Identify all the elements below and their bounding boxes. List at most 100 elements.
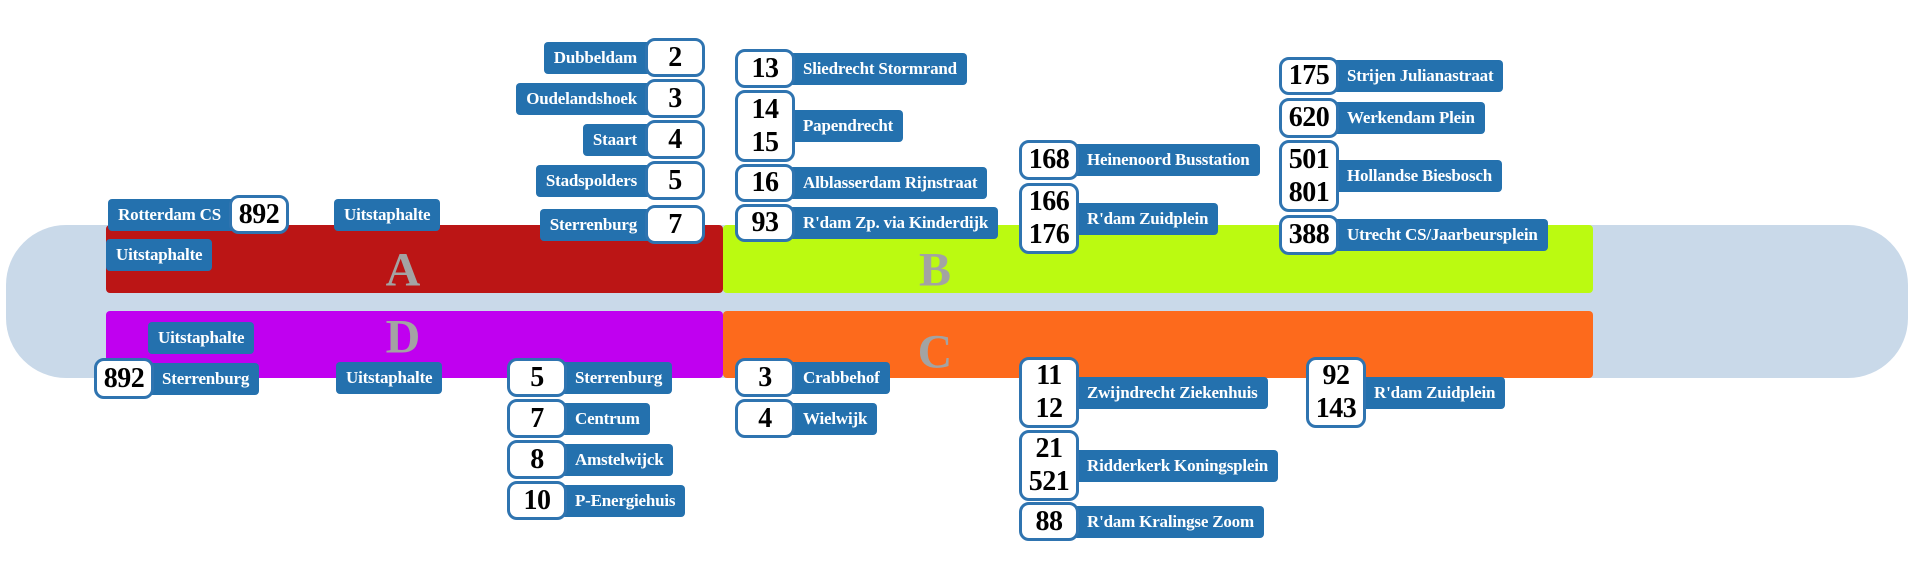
route-badge[interactable]: 4 Wielwijk xyxy=(735,399,878,438)
route-badge[interactable]: 93 R'dam Zp. via Kinderdijk xyxy=(735,204,999,242)
route-destination: R'dam Zp. via Kinderdijk xyxy=(789,207,999,239)
route-number: 175 xyxy=(1288,60,1330,91)
route-number: 8 xyxy=(530,443,544,475)
route-number: 892 xyxy=(103,362,145,394)
route-number: 16 xyxy=(751,167,780,198)
route-number: 143 xyxy=(1315,392,1357,424)
route-badge[interactable]: 88 R'dam Kralingse Zoom xyxy=(1019,502,1264,541)
alighting-stop-label: Uitstaphalte xyxy=(336,362,443,394)
route-badge[interactable]: 5 Stadspolders xyxy=(535,161,705,200)
route-badge[interactable]: 3 Oudelandshoek xyxy=(516,79,705,118)
route-number: 388 xyxy=(1288,219,1330,250)
route-destination: Crabbehof xyxy=(789,361,890,394)
route-destination: Ridderkerk Koningsplein xyxy=(1073,449,1279,482)
route-number: 3 xyxy=(668,82,682,114)
platform-d-letter: D xyxy=(385,310,421,364)
route-destination: Hollandse Biesbosch xyxy=(1333,160,1502,192)
route-badge[interactable]: 7 Centrum xyxy=(507,399,650,438)
route-number: 521 xyxy=(1028,465,1070,497)
route-badge[interactable]: 620 Werkendam Plein xyxy=(1279,98,1485,138)
route-number-box: 93 xyxy=(735,204,795,242)
route-number-box: 5 xyxy=(507,358,567,397)
route-destination: Strijen Julianastraat xyxy=(1333,60,1504,92)
route-number-box: 3 xyxy=(735,358,795,397)
route-number: 88 xyxy=(1035,505,1064,537)
route-number: 15 xyxy=(751,126,780,158)
route-number: 801 xyxy=(1288,176,1330,208)
platform-a-letter: A xyxy=(385,243,421,297)
route-badge[interactable]: 8 Amstelwijck xyxy=(507,440,674,479)
route-destination: Alblasserdam Rijnstraat xyxy=(789,167,988,199)
route-number: 620 xyxy=(1288,102,1330,133)
route-destination: Rotterdam CS xyxy=(108,198,235,231)
route-destination: Centrum xyxy=(561,402,650,435)
platform-c-letter: C xyxy=(917,325,953,379)
route-number-box: 5 xyxy=(645,161,705,200)
route-badge[interactable]: 892 Rotterdam CS xyxy=(108,195,289,234)
route-badge[interactable]: 5 Sterrenburg xyxy=(507,358,673,397)
route-number: 168 xyxy=(1028,144,1070,175)
route-number: 10 xyxy=(523,484,552,516)
route-number-box: 175 xyxy=(1279,57,1339,95)
route-number-box: 16 xyxy=(735,164,795,202)
route-number: 14 xyxy=(751,93,780,125)
route-number-box: 13 xyxy=(735,49,795,88)
route-number: 5 xyxy=(668,164,682,196)
route-number-box: 892 xyxy=(94,358,154,399)
route-badge[interactable]: 2 Dubbeldam xyxy=(543,38,705,77)
route-badge[interactable]: 388 Utrecht CS/Jaarbeursplein xyxy=(1279,215,1548,255)
route-number: 21 xyxy=(1035,433,1064,465)
route-destination: R'dam Zuidplein xyxy=(1073,202,1219,235)
route-badge[interactable]: 10 P-Energiehuis xyxy=(507,481,686,520)
route-destination: Amstelwijck xyxy=(561,443,674,476)
route-badge[interactable]: 13 Sliedrecht Stormrand xyxy=(735,49,967,88)
route-destination: Sterrenburg xyxy=(561,361,673,394)
route-number-box: 168 xyxy=(1019,140,1079,180)
route-number: 892 xyxy=(238,198,280,230)
route-number-box: 892 xyxy=(229,195,289,234)
route-badge[interactable]: 175 Strijen Julianastraat xyxy=(1279,57,1504,95)
route-badge[interactable]: 3 Crabbehof xyxy=(735,358,890,397)
route-badge[interactable]: 7 Sterrenburg xyxy=(539,205,705,244)
route-badge[interactable]: 168 Heinenoord Busstation xyxy=(1019,140,1260,180)
route-badge[interactable]: 4 Staart xyxy=(582,120,705,159)
route-badge[interactable]: 16 Alblasserdam Rijnstraat xyxy=(735,164,988,202)
route-destination: Oudelandshoek xyxy=(516,82,651,115)
route-number: 501 xyxy=(1288,143,1330,175)
route-destination: Stadspolders xyxy=(535,164,651,197)
alighting-stop-label: Uitstaphalte xyxy=(148,322,255,354)
route-destination: Papendrecht xyxy=(789,110,904,142)
route-number-box: 4 xyxy=(645,120,705,159)
route-number: 166 xyxy=(1028,186,1070,218)
alighting-stop-label: Uitstaphalte xyxy=(106,239,213,271)
route-number-box: 88 xyxy=(1019,502,1079,541)
route-number-box: 7 xyxy=(507,399,567,438)
route-number: 4 xyxy=(668,123,682,155)
route-number: 13 xyxy=(751,52,780,84)
route-number-box: 4 xyxy=(735,399,795,438)
route-number: 93 xyxy=(751,207,780,238)
route-destination: Wielwijk xyxy=(789,402,878,435)
route-destination: Zwijndrecht Ziekenhuis xyxy=(1073,376,1268,409)
route-destination: Heinenoord Busstation xyxy=(1073,144,1260,176)
alighting-stop-label: Uitstaphalte xyxy=(334,199,441,231)
route-badge[interactable]: 892 Sterrenburg xyxy=(94,358,260,399)
route-number-box: 10 xyxy=(507,481,567,520)
route-number: 4 xyxy=(758,402,772,434)
route-destination: Dubbeldam xyxy=(543,41,651,74)
route-number: 7 xyxy=(668,208,682,240)
route-destination: Utrecht CS/Jaarbeursplein xyxy=(1333,219,1548,251)
route-number: 7 xyxy=(530,402,544,434)
route-destination: R'dam Zuidplein xyxy=(1360,376,1506,409)
